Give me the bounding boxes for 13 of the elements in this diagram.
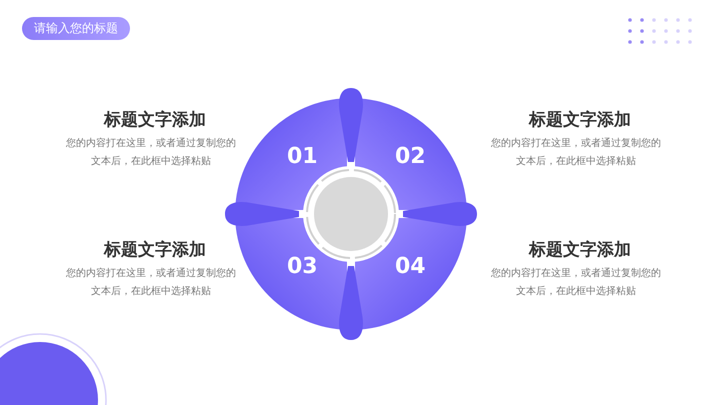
segment-number: 03 [287,254,318,279]
heading-text: 标题文字添加 [528,109,632,131]
body-text: 您的内容打在这里，或者通过复制您的文本后，在此框中选择粘贴 [65,266,237,299]
body-text: 您的内容打在这里，或者通过复制您的文本后，在此框中选择粘贴 [490,266,662,299]
heading-text: 标题文字添加 [102,239,207,261]
segment-number: 02 [395,144,426,169]
heading-text: 标题文字添加 [528,239,632,261]
body-text: 您的内容打在这里，或者通过复制您的文本后，在此框中选择粘贴 [65,136,237,169]
heading-text: 标题文字添加 [102,109,207,131]
segment-number: 04 [395,254,426,279]
title-pill: 请输入您的标题 [22,17,130,40]
segment-number: 01 [287,144,318,169]
body-text: 您的内容打在这里，或者通过复制您的文本后，在此框中选择粘贴 [490,136,662,169]
